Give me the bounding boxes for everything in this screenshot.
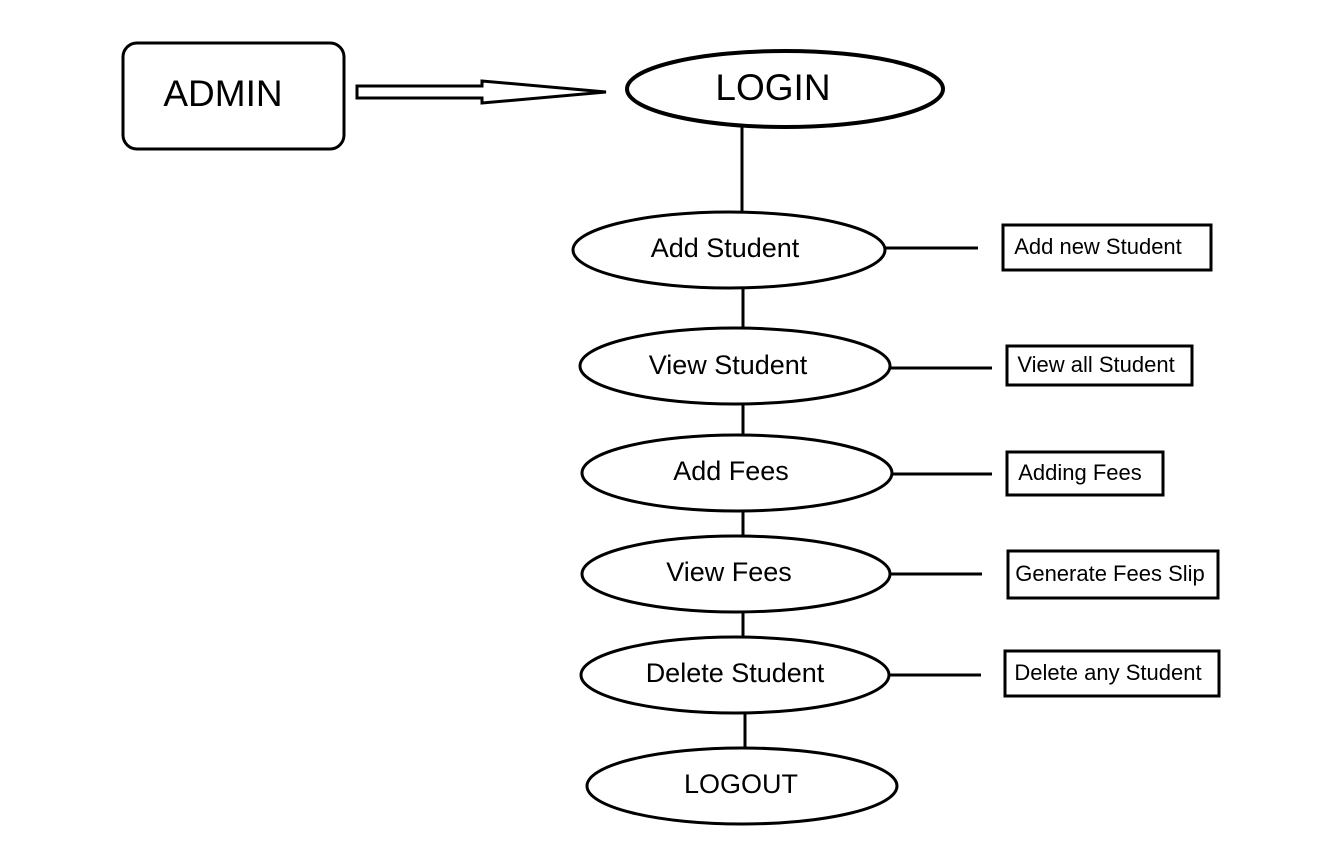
delete-student-label: Delete Student <box>646 658 825 688</box>
login-ellipse <box>625 49 945 129</box>
login-node: LOGIN <box>625 49 945 129</box>
login-label: LOGIN <box>715 67 830 108</box>
delete-student-note-box <box>1003 649 1221 698</box>
add-student-label: Add Student <box>651 233 800 263</box>
logout-node: LOGOUT <box>585 746 899 826</box>
admin-label: ADMIN <box>163 73 282 114</box>
add-fees-ellipse <box>580 433 894 513</box>
view-fees-note-box <box>1006 549 1220 600</box>
view-fees-label: View Fees <box>666 557 792 587</box>
view-student-note: View all Student <box>1017 352 1174 377</box>
step-view-student: View Student View all Student <box>578 326 1194 406</box>
step-add-fees: Add Fees Adding Fees <box>580 433 1165 513</box>
view-student-ellipse <box>578 326 892 406</box>
view-fees-note: Generate Fees Slip <box>1015 561 1205 586</box>
add-fees-note: Adding Fees <box>1018 460 1142 485</box>
add-student-ellipse <box>571 210 887 290</box>
logout-ellipse <box>585 746 899 826</box>
admin-box <box>121 41 346 151</box>
add-student-note-box <box>1001 223 1213 272</box>
view-student-note-box <box>1005 344 1194 387</box>
admin-node: ADMIN <box>121 41 346 151</box>
delete-student-note: Delete any Student <box>1014 660 1201 685</box>
view-fees-ellipse <box>580 534 892 614</box>
logout-label: LOGOUT <box>684 769 798 799</box>
delete-student-ellipse <box>579 635 891 715</box>
step-view-fees: View Fees Generate Fees Slip <box>580 534 1220 614</box>
add-student-note: Add new Student <box>1014 234 1182 259</box>
add-fees-note-box <box>1005 450 1165 497</box>
admin-to-login-arrow <box>355 79 607 105</box>
step-delete-student: Delete Student Delete any Student <box>579 635 1221 715</box>
view-student-label: View Student <box>649 350 808 380</box>
step-add-student: Add Student Add new Student <box>571 210 1213 290</box>
add-fees-label: Add Fees <box>673 456 789 486</box>
trunk-connectors <box>740 126 747 748</box>
